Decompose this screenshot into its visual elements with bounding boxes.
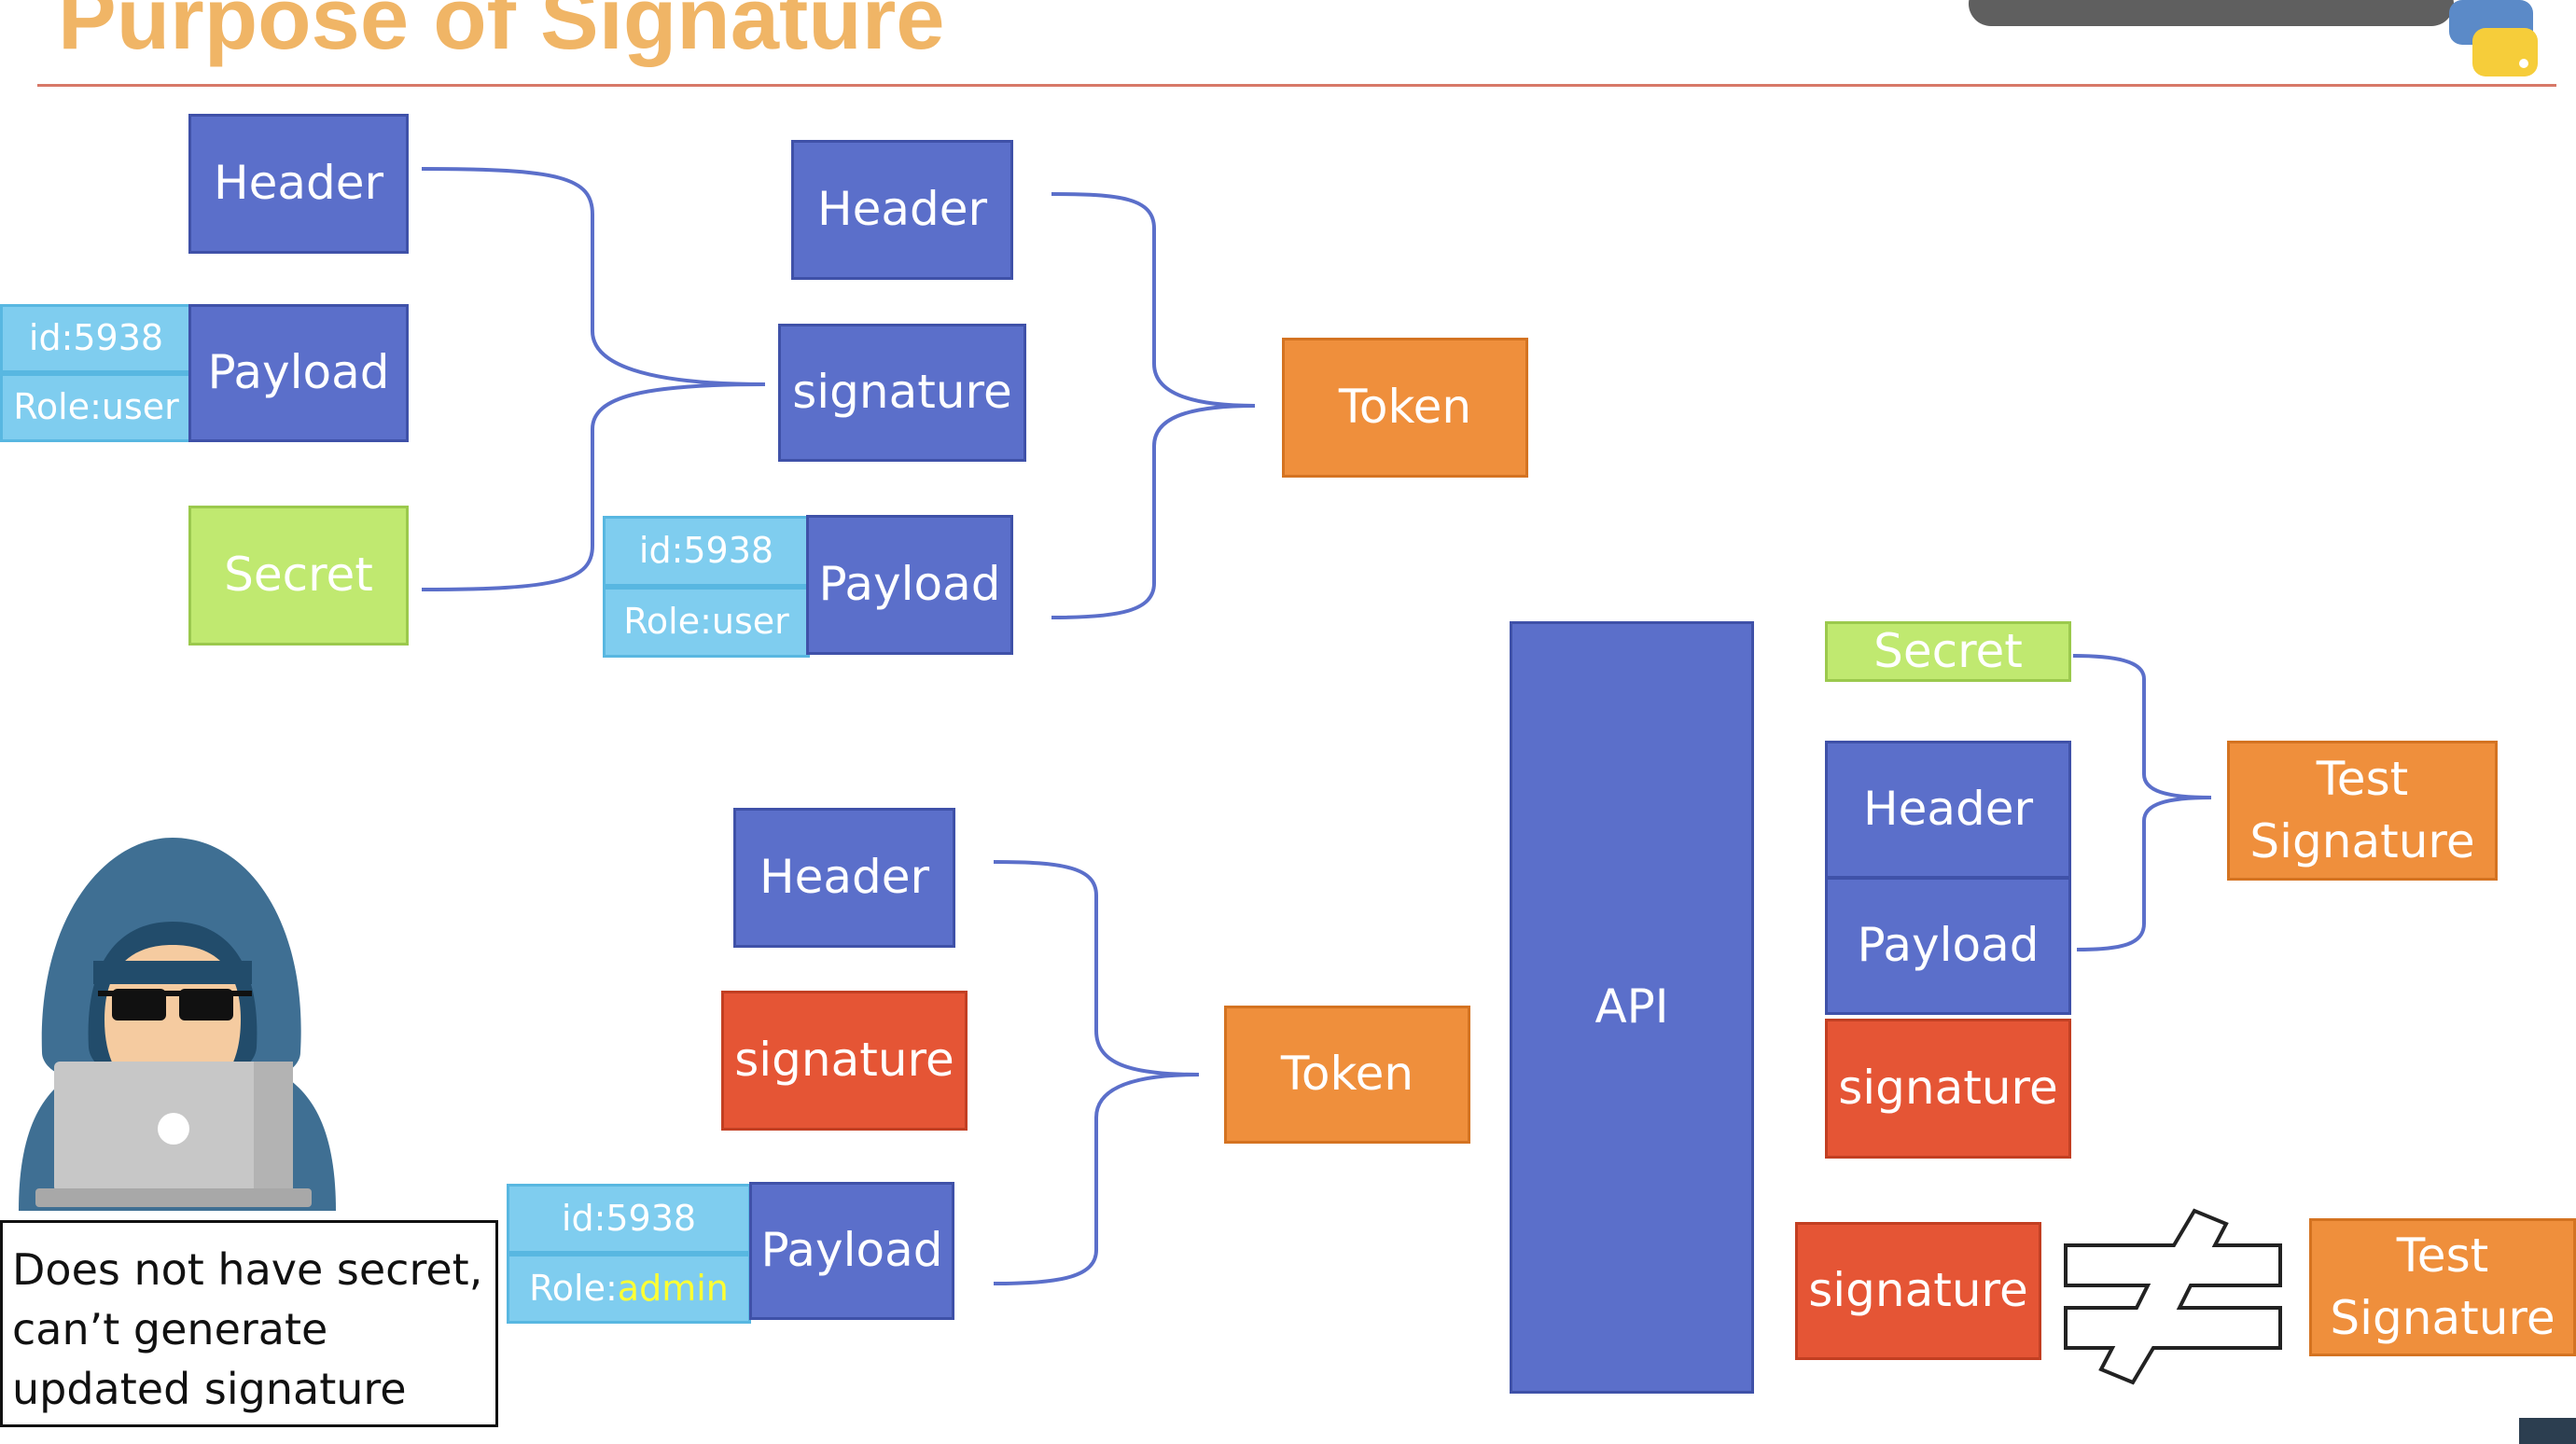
payload-block: Payload <box>1825 877 2071 1015</box>
hacker-illustration <box>19 838 336 1211</box>
claim-role-admin: Role:admin <box>507 1254 751 1324</box>
caption-line3: updated signature <box>12 1364 407 1414</box>
test-signature-line1: Test <box>2396 1228 2489 1283</box>
forged-signature-block: signature <box>1825 1019 2071 1159</box>
payload-block: Payload <box>188 304 409 442</box>
caption-line1: Does not have secret, <box>12 1244 483 1295</box>
page-title: Purpose of Signature <box>58 0 945 67</box>
claim-id: id:5938 <box>507 1184 751 1254</box>
caption-line2: can’t generate <box>12 1304 328 1354</box>
payload-block: Payload <box>806 515 1013 655</box>
payload-block: Payload <box>749 1182 954 1320</box>
role-prefix: Role: <box>529 1267 618 1309</box>
api-block: API <box>1510 621 1754 1394</box>
claim-role: Role:user <box>603 587 810 658</box>
secret-block: Secret <box>1825 621 2071 682</box>
test-signature-block: Test Signature <box>2309 1218 2576 1356</box>
test-signature-line2: Signature <box>2249 814 2475 868</box>
header-block: Header <box>791 140 1013 280</box>
hacker-caption: Does not have secret, can’t generate upd… <box>0 1220 498 1427</box>
secret-block: Secret <box>188 506 409 646</box>
signature-block: signature <box>778 324 1026 462</box>
role-admin-value: admin <box>617 1267 729 1309</box>
corner-badge <box>2519 1418 2576 1444</box>
test-signature-line1: Test <box>2316 751 2409 806</box>
claim-role: Role:user <box>0 373 192 442</box>
token-block: Token <box>1224 1006 1470 1144</box>
forged-signature-block: signature <box>721 991 968 1131</box>
header-block: Header <box>188 114 409 254</box>
header-block: Header <box>733 808 955 948</box>
test-signature-block: Test Signature <box>2227 741 2498 881</box>
video-control-bar <box>1969 0 2454 26</box>
forged-signature-block: signature <box>1795 1222 2041 1360</box>
title-underline <box>37 84 2556 87</box>
claim-id: id:5938 <box>0 304 192 373</box>
test-signature-line2: Signature <box>2330 1291 2555 1345</box>
header-block: Header <box>1825 741 2071 879</box>
claim-id: id:5938 <box>603 516 810 587</box>
token-block: Token <box>1282 338 1528 478</box>
python-logo-icon <box>2449 0 2538 76</box>
